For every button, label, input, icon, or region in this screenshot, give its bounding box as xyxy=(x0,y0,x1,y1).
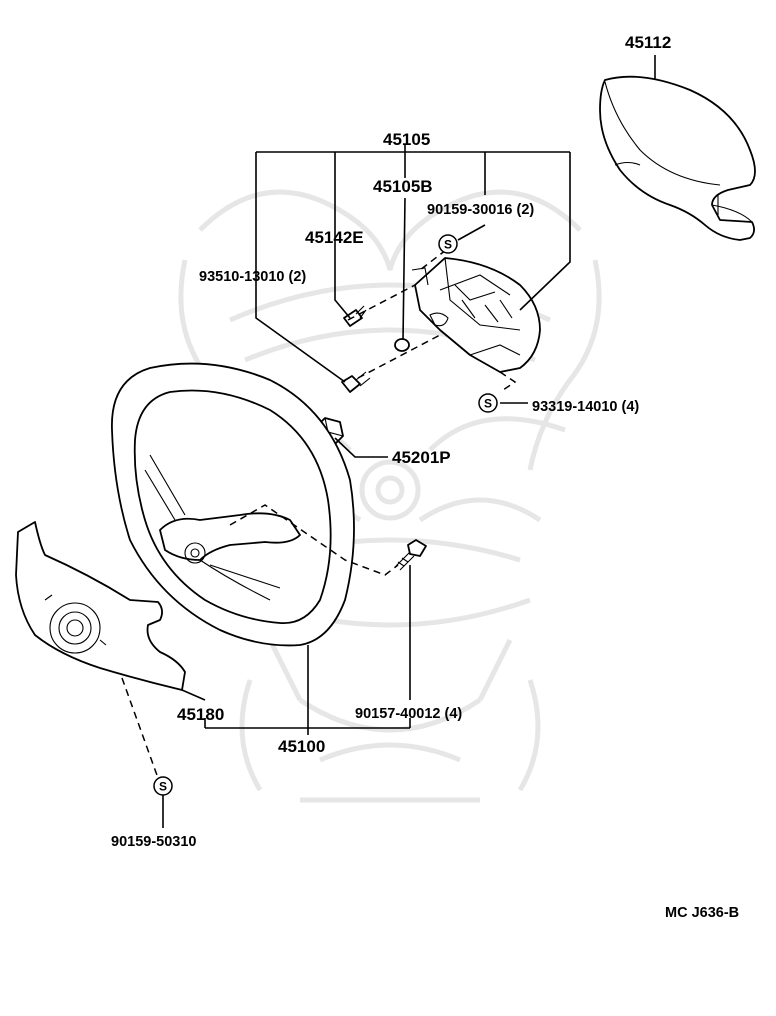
label-93510-13010: 93510-13010 (2) xyxy=(199,269,306,285)
s-symbol-text: S xyxy=(484,397,492,411)
label-90159-30016: 90159-30016 (2) xyxy=(427,202,534,218)
label-45105b: 45105B xyxy=(373,177,433,196)
label-45112: 45112 xyxy=(625,33,671,52)
label-45105: 45105 xyxy=(383,130,430,149)
s-symbol-bottom: S xyxy=(153,776,173,796)
steering-wheel xyxy=(111,362,355,647)
bolt-93510 xyxy=(341,371,371,393)
label-45180: 45180 xyxy=(177,705,224,724)
s-symbol-text: S xyxy=(444,238,452,252)
lower-cover xyxy=(15,521,186,691)
label-45100: 45100 xyxy=(278,737,325,756)
diagram-code: MC J636-B xyxy=(665,905,739,921)
horn-pad-cover xyxy=(599,75,756,241)
s-symbol-top: S xyxy=(438,234,458,254)
label-45201p: 45201P xyxy=(392,448,451,467)
pad-sub-assembly xyxy=(411,257,541,373)
leader-lines xyxy=(162,55,656,828)
label-45142e: 45142E xyxy=(305,228,364,247)
clip-45105b xyxy=(394,338,410,352)
dashed-alignment-lines xyxy=(121,249,517,779)
s-symbol-right: S xyxy=(478,393,498,413)
label-90157-40012: 90157-40012 (4) xyxy=(355,706,462,722)
label-93319-14010: 93319-14010 (4) xyxy=(532,399,639,415)
s-symbol-text: S xyxy=(159,780,167,794)
bolt-90157 xyxy=(395,539,427,571)
label-90159-50310: 90159-50310 xyxy=(111,834,196,850)
